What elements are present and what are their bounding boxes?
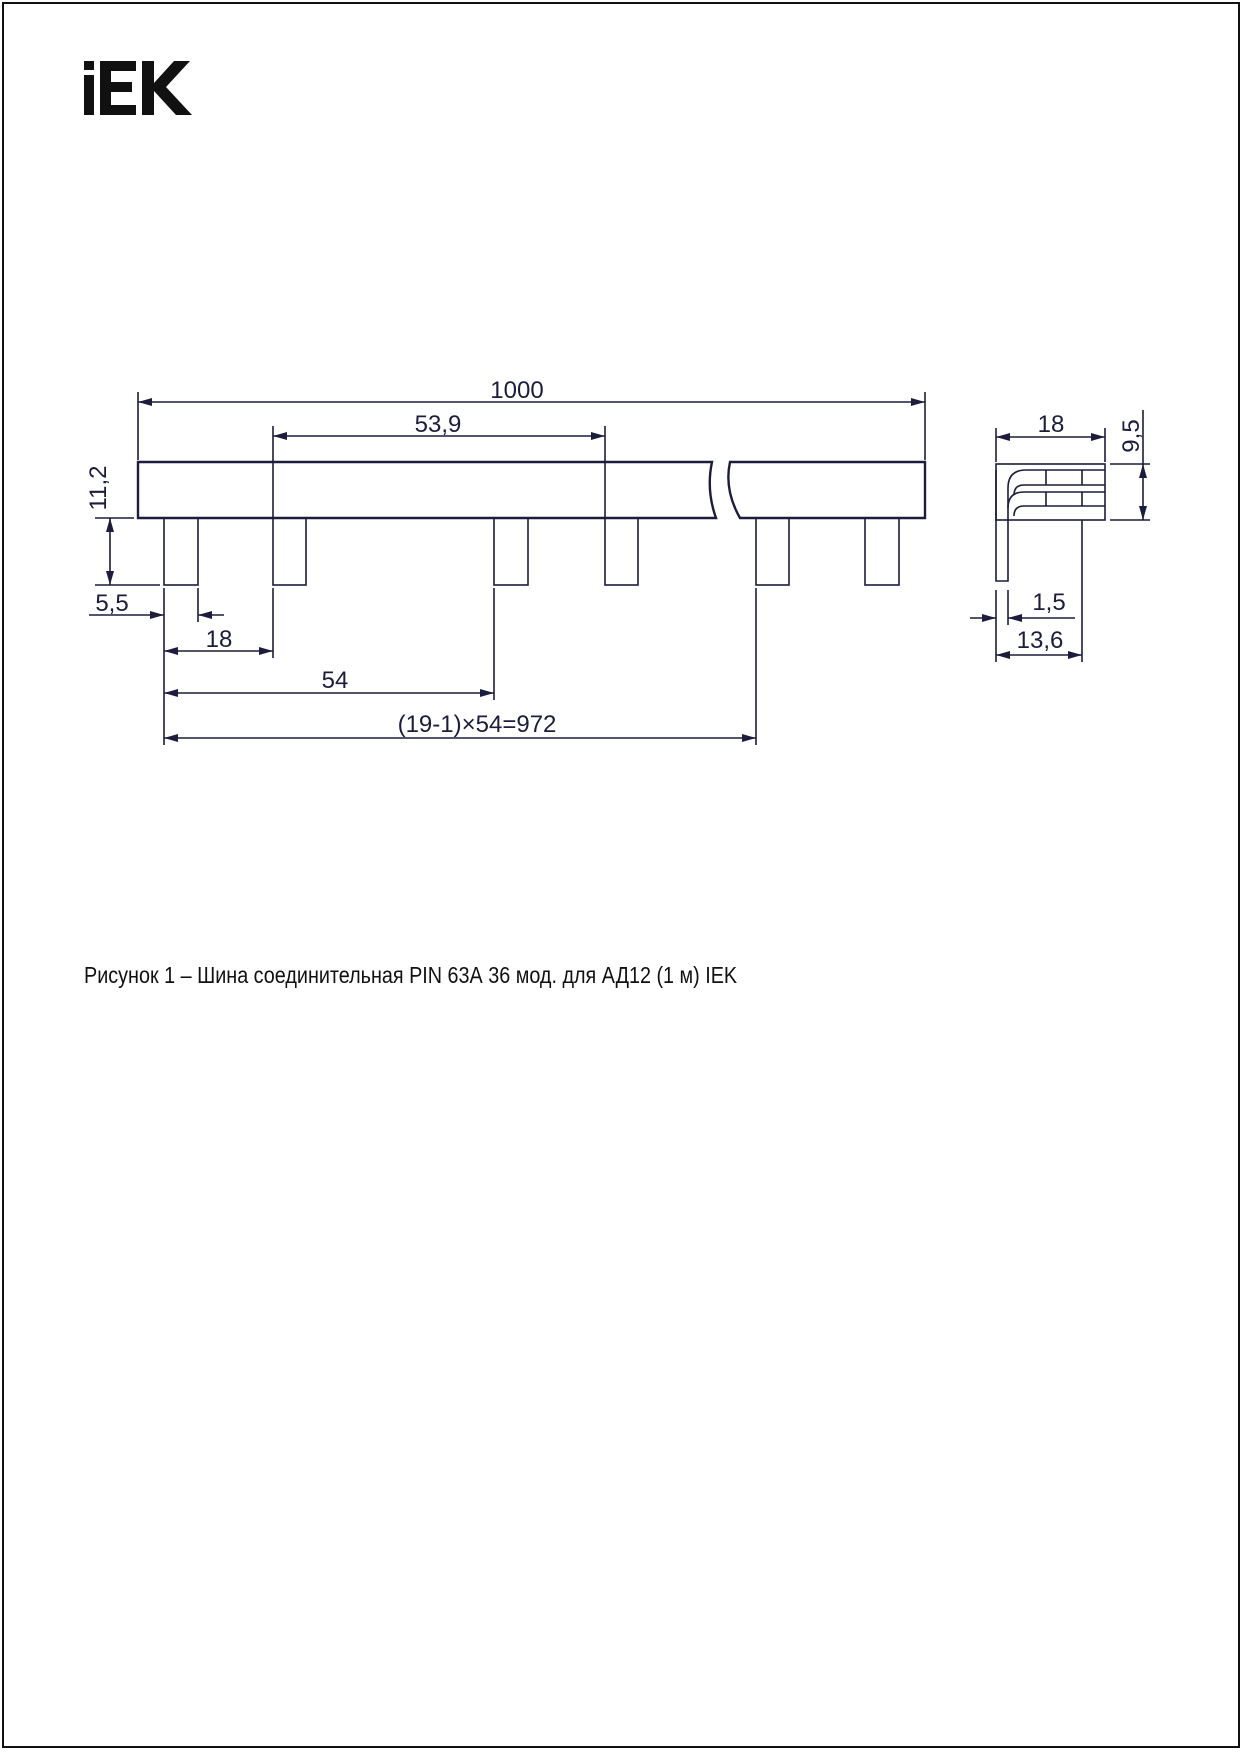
dim-pin-width: 5,5 <box>95 590 128 617</box>
extension-lines <box>95 392 926 745</box>
dim-pitch-18: 18 <box>206 626 233 653</box>
dim-overall-length: 1000 <box>490 377 543 404</box>
dim-span: 53,9 <box>415 411 462 438</box>
dim-height: 11,2 <box>85 466 112 511</box>
dim-side-thickness: 1,5 <box>1032 589 1065 616</box>
busbar-front-view <box>136 460 927 586</box>
figure-caption: Рисунок 1 – Шина соединительная PIN 63А … <box>84 962 738 988</box>
iek-logo <box>84 61 192 115</box>
dim-side-height: 9,5 <box>1118 419 1145 452</box>
busbar-side-view <box>995 410 1150 662</box>
dim-pitch-54: 54 <box>322 667 349 694</box>
dim-side-depth: 13,6 <box>1017 627 1064 654</box>
dim-side-width: 18 <box>1038 411 1065 438</box>
dim-total: (19-1)×54=972 <box>398 711 557 738</box>
